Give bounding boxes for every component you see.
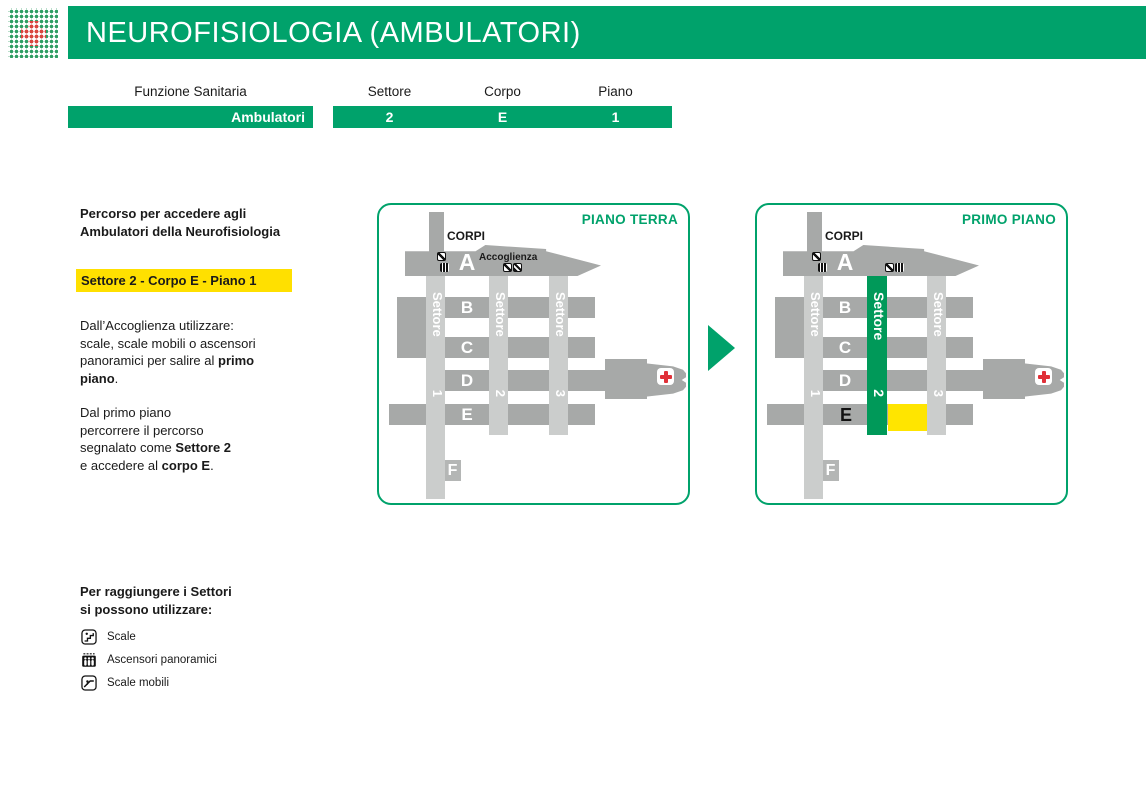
red-cross-icon	[1035, 368, 1052, 385]
map-title-primo-piano: PRIMO PIANO	[961, 212, 1056, 227]
paragraph-1: Dall’Accoglienza utilizzare: scale, scal…	[80, 317, 256, 387]
escalator-icon	[437, 252, 446, 261]
legend-item-ascensori: Ascensori panoramici	[81, 648, 217, 671]
escalator-icon	[81, 674, 97, 691]
map-title-piano-terra: PIANO TERRA	[581, 212, 678, 227]
body-e-label: E	[461, 405, 473, 424]
intro-text: Percorso per accedere agli Ambulatori de…	[80, 205, 280, 240]
building-wing-east	[605, 359, 647, 399]
body-e-label-highlighted: E	[839, 405, 852, 425]
body-d-label: D	[838, 371, 852, 390]
red-cross-icon	[657, 368, 674, 385]
corridor-settore-2-route	[867, 274, 887, 435]
destination-corpo-e	[888, 404, 927, 431]
body-a-label: A	[458, 249, 476, 275]
title-banner: NEUROFISIOLOGIA (AMBULATORI)	[68, 6, 1146, 59]
corpi-label: CORPI	[447, 229, 486, 243]
corpi-label: CORPI	[825, 229, 864, 243]
building-stub	[429, 212, 444, 254]
p1-line3: panoramici per salire al primo	[80, 353, 255, 368]
building-stub	[807, 212, 822, 254]
p2-line4: e accedere al corpo E.	[80, 457, 214, 473]
p2-line2: percorrere il percorso	[80, 422, 204, 438]
stairs-icon	[81, 628, 97, 645]
legend-item-scale-mobili: Scale mobili	[81, 671, 217, 694]
legend-label-scale: Scale	[107, 630, 136, 643]
p1-line2: scale, scale mobili o ascensori	[80, 335, 256, 351]
elevator-icon	[82, 652, 96, 667]
value-bar: 2 E 1	[333, 106, 672, 128]
escalator-icon	[885, 263, 894, 272]
col-header-funzione: Funzione Sanitaria	[134, 84, 247, 99]
corridor-settore-2	[489, 274, 508, 435]
col-header-settore: Settore	[367, 84, 412, 99]
col-header-piano: Piano	[598, 84, 633, 99]
p2-line1: Dal primo piano	[80, 405, 172, 420]
next-floor-arrow-icon	[708, 325, 735, 371]
building-block-west	[775, 297, 804, 358]
elevator-icon	[440, 263, 449, 272]
escalator-icon	[503, 263, 512, 272]
legend-list: Scale Ascensori panoramici Scale mo	[81, 625, 217, 694]
paragraph-2: Dal primo piano percorrere il percorso s…	[80, 404, 231, 474]
body-c-label: C	[838, 338, 852, 357]
legend-item-scale: Scale	[81, 625, 217, 648]
p1-line4: piano.	[80, 370, 119, 386]
building-block-west-e	[389, 404, 426, 425]
value-corpo: E	[497, 109, 508, 125]
corridor-settore-3	[927, 274, 946, 435]
value-funzione: Ambulatori	[68, 106, 313, 128]
value-piano: 1	[611, 109, 620, 125]
building-block-west	[397, 297, 426, 358]
building-wing-east	[983, 359, 1025, 399]
elevator-icon	[818, 263, 827, 272]
stairs-icon	[513, 263, 522, 272]
corridor-settore-1	[426, 274, 445, 499]
p1-line1: Dall’Accoglienza utilizzare:	[80, 318, 234, 333]
p2-line3: segnalato come Settore 2	[80, 440, 232, 455]
body-f-label: F	[822, 460, 839, 481]
intro-line-2: Ambulatori della Neurofisiologia	[80, 223, 281, 239]
intro-line-1: Percorso per accedere agli	[80, 206, 247, 221]
corridor-settore-3	[549, 274, 568, 435]
legend-label-ascensori: Ascensori panoramici	[107, 653, 217, 666]
accoglienza-label: Accoglienza	[479, 252, 538, 263]
body-f-label: F	[444, 460, 461, 481]
legend-heading: Per raggiungere i Settori si possono uti…	[80, 584, 232, 617]
building-block-west-e	[767, 404, 804, 425]
route-highlight: Settore 2 - Corpo E - Piano 1	[76, 269, 292, 292]
corridor-settore-1	[804, 274, 823, 499]
legend-label-scale-mobili: Scale mobili	[107, 676, 169, 689]
escalator-icon	[812, 252, 821, 261]
elevator-icon	[895, 263, 904, 272]
col-header-corpo: Corpo	[484, 84, 521, 99]
value-settore: 2	[385, 109, 394, 125]
body-a-label: A	[836, 249, 854, 275]
body-d-label: D	[460, 371, 474, 390]
body-b-label: B	[460, 298, 474, 317]
body-c-label: C	[460, 338, 474, 357]
body-b-label: B	[838, 298, 852, 317]
page-title: NEUROFISIOLOGIA (AMBULATORI)	[86, 17, 581, 49]
